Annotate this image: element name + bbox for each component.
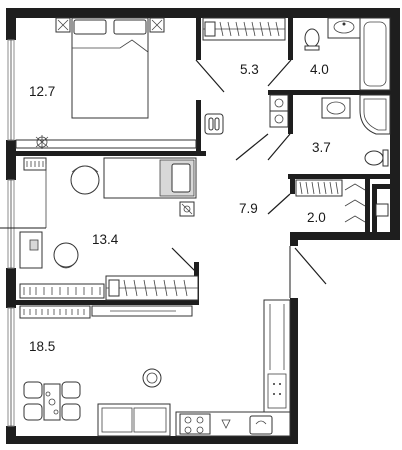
bathroom-fixtures	[304, 17, 391, 91]
area-label-bathroom: 4.0	[310, 62, 329, 77]
toilet-fixtures	[269, 94, 391, 167]
wardrobe-furniture	[202, 17, 286, 41]
kids-room-furniture	[0, 157, 199, 301]
windows	[7, 39, 15, 427]
area-label-storage: 2.0	[307, 210, 326, 225]
area-label-living-kitchen: 18.5	[29, 339, 55, 354]
bedroom-furniture	[15, 17, 224, 149]
area-label-kids-room: 13.4	[92, 232, 119, 247]
living-kitchen-furniture	[19, 299, 291, 437]
area-label-wardrobe: 5.3	[240, 62, 259, 77]
storage-furniture	[295, 179, 389, 223]
area-label-bedroom: 12.7	[29, 84, 55, 99]
area-label-hall: 7.9	[239, 201, 258, 216]
exterior-walls	[6, 8, 400, 444]
area-label-toilet: 3.7	[312, 140, 331, 155]
door-swings	[171, 59, 327, 285]
